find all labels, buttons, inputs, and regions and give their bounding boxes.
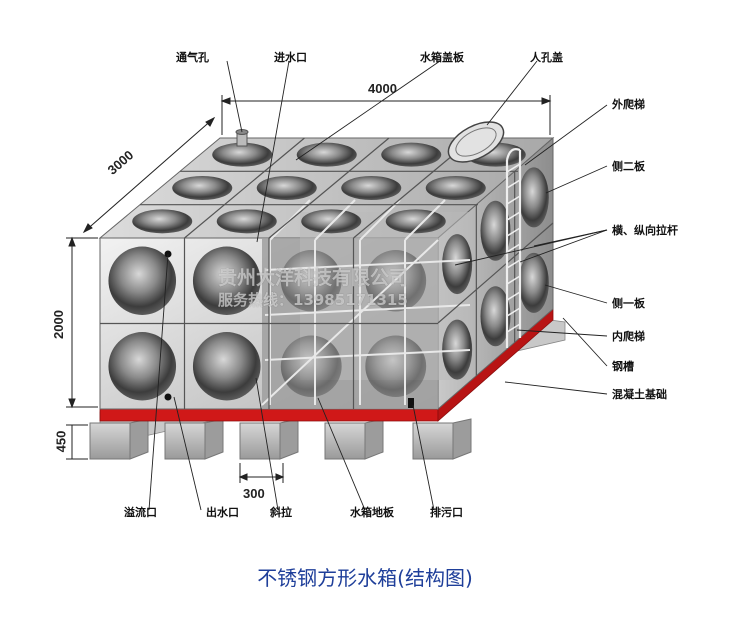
label-side-plate-1: 侧一板	[612, 297, 645, 310]
tie-rod-diagonal	[359, 199, 401, 241]
dimple-side	[518, 167, 549, 228]
dimple-top	[296, 142, 357, 167]
watermark-hotline: 服务热线：13985171315	[218, 291, 408, 309]
drain-fitting	[408, 398, 414, 408]
dimple-top	[256, 176, 317, 200]
ladder-rung	[506, 227, 521, 237]
ladder-rung	[506, 275, 521, 285]
dimple-top	[381, 142, 442, 167]
dimple-interior	[280, 335, 342, 398]
dimple-interior	[280, 249, 342, 312]
dimple-top	[341, 176, 402, 200]
label-inner-ladder: 内爬梯	[612, 330, 645, 343]
label-drain: 排污口	[430, 506, 463, 519]
dimple-side	[480, 286, 511, 347]
watermark-company: 贵州大洋科技有限公司	[218, 267, 409, 289]
ladder-rung	[506, 291, 521, 301]
ladder-rung	[506, 211, 521, 221]
height-dimension: 2000	[50, 310, 66, 339]
base-spacing-dimension: 300	[243, 486, 265, 501]
label-steel-channel: 钢槽	[612, 360, 634, 373]
label-inlet: 进水口	[274, 51, 307, 64]
dimple-side	[518, 252, 549, 313]
outlet-pipe	[164, 393, 172, 401]
dimple-side	[480, 200, 511, 261]
dimple-top	[172, 176, 233, 200]
caption: 不锈钢方形水箱(结构图)	[257, 566, 473, 590]
dimple-top	[301, 209, 362, 234]
ladder-rungs	[506, 163, 521, 333]
dimple-front	[192, 246, 261, 315]
base-height-dimension: 450	[53, 430, 69, 453]
label-cover-plate: 水箱盖板	[420, 51, 464, 64]
label-overflow: 溢流口	[124, 506, 157, 519]
label-tie-rods: 横、纵向拉杆	[612, 224, 678, 237]
label-bottom-plate: 水箱地板	[350, 506, 394, 519]
dimple-top	[425, 176, 486, 200]
dimple-interior	[365, 335, 427, 398]
ladder-rung	[506, 163, 521, 173]
dimple-front	[108, 246, 177, 315]
dimple-front	[192, 332, 261, 401]
ladder-rung	[506, 323, 521, 333]
label-concrete-base: 混凝土基础	[612, 388, 667, 401]
dimension-lines	[66, 95, 552, 483]
ladder-rung	[506, 307, 521, 317]
leader-lines	[148, 60, 608, 511]
tie-rod-diagonal	[404, 199, 446, 241]
label-outer-ladder: 外爬梯	[612, 98, 645, 111]
tie-rod-horizontal	[264, 259, 471, 271]
seam-side-horizontal	[437, 222, 554, 324]
dimple-front	[108, 332, 177, 401]
label-outlet: 出水口	[206, 506, 239, 519]
label-diagonal-brace: 斜拉	[270, 506, 292, 519]
label-manhole: 人孔盖	[530, 51, 563, 64]
ladder-rung	[506, 179, 521, 189]
dimple-side	[442, 319, 473, 380]
dimple-top	[212, 142, 273, 167]
label-side-plate-2: 侧二板	[612, 160, 645, 173]
seam-top-longitudinal	[184, 137, 305, 239]
diagonal-brace	[261, 239, 439, 406]
seam-top-longitudinal	[268, 137, 390, 239]
ladder-rung	[506, 195, 521, 205]
dimple-top	[132, 209, 193, 234]
tie-rod-horizontal	[264, 349, 471, 361]
ladder-rung	[506, 259, 521, 269]
label-vent: 通气孔	[176, 51, 209, 64]
tie-rod-diagonal	[314, 199, 356, 241]
length-dimension: 4000	[368, 81, 397, 96]
manhole-cover	[447, 121, 505, 163]
tie-rod-horizontal	[264, 304, 471, 316]
tie-rods	[261, 199, 471, 406]
ladder-rung	[506, 243, 521, 253]
dimple-top	[216, 209, 277, 234]
